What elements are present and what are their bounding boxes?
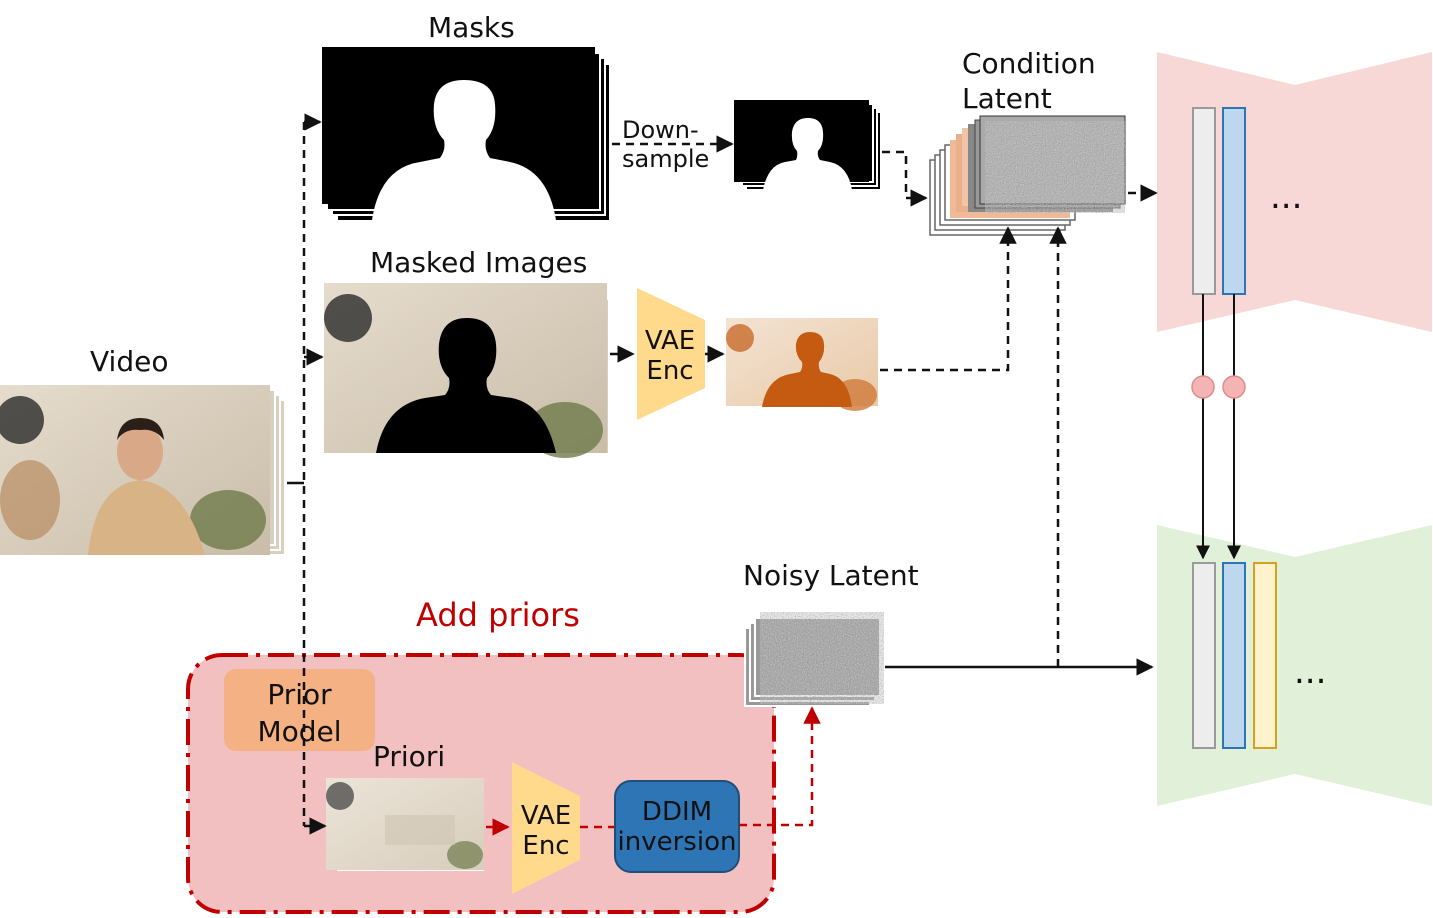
prior-model-box bbox=[224, 669, 375, 751]
feature-map-yellow-bottom bbox=[1253, 562, 1277, 749]
mask-frames bbox=[322, 47, 611, 222]
vae-enc-top-line2: Enc bbox=[646, 356, 694, 386]
masks-label: Masks bbox=[428, 11, 515, 44]
feature-map-gray-bottom bbox=[1192, 562, 1216, 749]
video-frames bbox=[0, 385, 286, 556]
downsampled-mask-frames bbox=[734, 100, 882, 191]
connector-node-1 bbox=[1191, 375, 1215, 399]
encoded-masked-latent bbox=[726, 318, 879, 411]
condition-latent-stack bbox=[929, 115, 1126, 236]
downsample-label: Down- sample bbox=[622, 116, 709, 174]
vae-encoder-bottom bbox=[512, 762, 580, 894]
condition-latent-line1: Condition bbox=[962, 47, 1096, 80]
vae-enc-top-line1: VAE bbox=[644, 326, 696, 356]
skip-connections bbox=[1191, 294, 1246, 560]
ddim-line1: DDIM bbox=[641, 797, 713, 827]
masked-images-label: Masked Images bbox=[370, 246, 588, 279]
noisy-latent-label: Noisy Latent bbox=[743, 559, 919, 592]
vae-enc-bottom-label: VAE Enc bbox=[515, 801, 577, 861]
unet-bottom-ellipsis: ... bbox=[1294, 652, 1327, 692]
noisy-latent-stack bbox=[744, 611, 885, 707]
ddim-to-noisy-arrow bbox=[739, 706, 821, 827]
feature-map-blue-top bbox=[1222, 107, 1246, 295]
downsample-label-line2: sample bbox=[622, 145, 710, 173]
vae-enc-bottom-line1: VAE bbox=[520, 801, 572, 831]
masked-image-frames bbox=[324, 283, 610, 458]
vae-enc-bottom-line2: Enc bbox=[522, 831, 570, 861]
feature-map-blue-bottom bbox=[1222, 562, 1246, 749]
priori-label: Priori bbox=[373, 740, 446, 773]
video-branch-arrows bbox=[287, 113, 327, 835]
mask-to-condition-arrow bbox=[882, 150, 928, 207]
condition-latent-label: Condition Latent bbox=[962, 46, 1096, 116]
ddim-inversion-box bbox=[614, 780, 740, 873]
prior-model-line2: Model bbox=[257, 715, 342, 748]
unet-decoder-block bbox=[1157, 525, 1432, 806]
prior-model-line1: Prior bbox=[267, 678, 332, 711]
video-label: Video bbox=[90, 345, 169, 378]
latent-to-condition-arrow bbox=[880, 226, 1017, 372]
downsample-label-line1: Down- bbox=[622, 116, 699, 144]
priori-frames bbox=[326, 778, 484, 871]
unet-encoder-block bbox=[1157, 52, 1432, 332]
vae-enc-top-label: VAE Enc bbox=[640, 326, 700, 386]
prior-model-label: Prior Model bbox=[224, 676, 375, 750]
ddim-inversion-label: DDIM inversion bbox=[615, 797, 739, 857]
condition-latent-line2: Latent bbox=[962, 82, 1052, 115]
ddim-line2: inversion bbox=[617, 827, 737, 857]
vae-encoder-top bbox=[637, 288, 705, 420]
feature-map-gray-top bbox=[1192, 107, 1216, 295]
add-priors-label: Add priors bbox=[416, 596, 580, 634]
connector-node-2 bbox=[1222, 375, 1246, 399]
unet-top-ellipsis: ... bbox=[1270, 177, 1303, 217]
